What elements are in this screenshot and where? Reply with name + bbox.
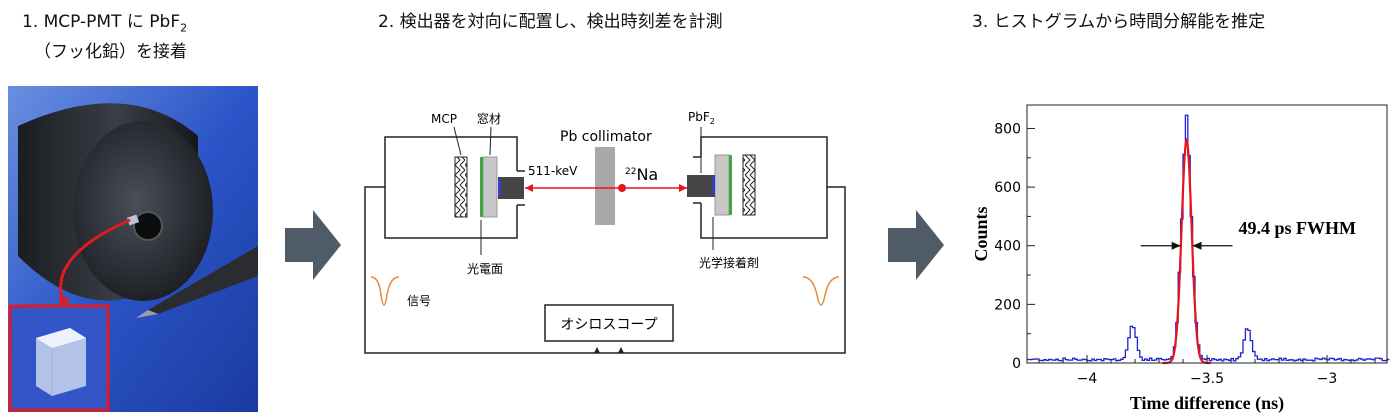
adhesive-label: 光学接着剤 <box>699 255 759 270</box>
photocathode-label: 光電面 <box>467 262 503 276</box>
pbf2-crystal-inset <box>8 304 110 412</box>
energy-label: 511-keV <box>528 164 578 178</box>
collimator-label: Pb collimator <box>560 129 652 145</box>
x-axis-label: Time difference (ns) <box>1130 393 1284 414</box>
x-tick-label: −3 <box>1317 371 1338 387</box>
y-tick-label: 200 <box>994 297 1021 313</box>
fwhm-arrowhead-right <box>1192 241 1202 250</box>
step1-title: 1. MCP-PMT に PbF2 <box>22 10 187 40</box>
step2-title: 2. 検出器を対向に配置し、検出時刻差を計測 <box>378 12 723 32</box>
gaussian-fit-curve <box>1162 137 1211 365</box>
histogram-line <box>1027 114 1390 362</box>
y-tick-label: 0 <box>1012 356 1021 372</box>
right-signal-icon <box>802 276 840 306</box>
fwhm-arrowhead-left <box>1171 241 1181 250</box>
window-label: 窓材 <box>477 111 501 126</box>
mcp-label: MCP <box>431 112 457 126</box>
y-tick-label: 600 <box>994 180 1021 196</box>
pbf2-label: PbF2 <box>688 110 715 126</box>
source-label: 22Na <box>625 165 658 184</box>
na22-source-icon <box>618 184 626 192</box>
right-mcp-icon <box>742 154 756 216</box>
y-tick-label: 400 <box>994 239 1021 255</box>
left-signal-icon <box>370 276 400 306</box>
step1-title-sub: 2 <box>180 21 188 35</box>
x-tick-label: −4 <box>1077 371 1098 387</box>
step-arrow-1-icon <box>285 210 341 280</box>
step3-title: 3. ヒストグラムから時間分解能を推定 <box>972 12 1266 32</box>
oscilloscope-box <box>544 304 674 342</box>
pmt-cylinder-icon <box>18 103 213 301</box>
step-arrow-2-icon <box>888 210 944 280</box>
left-mcp-icon <box>454 156 468 218</box>
step1-title-line1: 1. MCP-PMT に PbF <box>22 12 181 32</box>
pen-icon <box>136 246 258 318</box>
pb-collimator <box>595 147 615 225</box>
fwhm-annotation: 49.4 ps FWHM <box>1239 218 1357 238</box>
signal-label: 信号 <box>407 294 431 308</box>
mcp-pmt-photo <box>8 86 258 412</box>
oscilloscope-label: オシロスコープ <box>560 317 657 333</box>
step1-title-line2: （フッ化鉛）を接着 <box>34 42 187 62</box>
setup-diagram: MCP 窓材 Pb collimator PbF2 511-keV 22Na 光… <box>364 110 846 354</box>
x-tick-label: −3.5 <box>1190 371 1224 387</box>
y-tick-label: 800 <box>994 121 1021 137</box>
y-axis-label: Counts <box>971 206 991 261</box>
